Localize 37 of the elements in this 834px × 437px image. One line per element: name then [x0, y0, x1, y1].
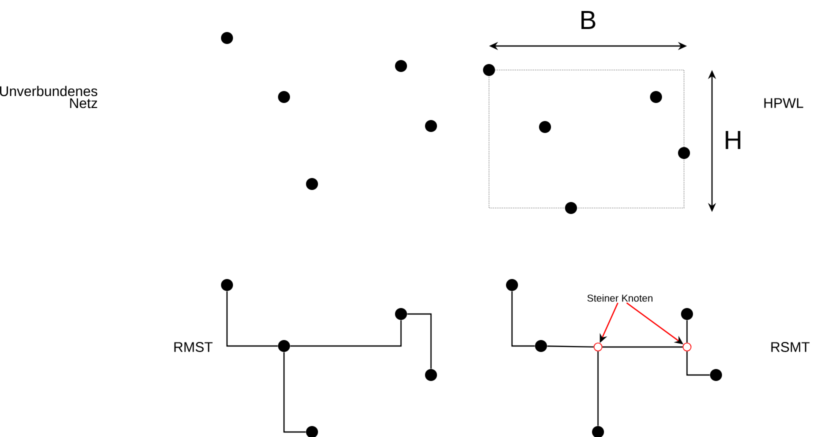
pin-dot	[650, 91, 662, 103]
pin-dot	[221, 279, 233, 291]
wire	[511, 291, 535, 347]
pin-dot	[710, 369, 722, 381]
dimension-label: B	[581, 11, 596, 29]
steiner-point	[594, 342, 602, 352]
wire	[547, 346, 594, 348]
pin-dot	[278, 91, 290, 103]
wire	[283, 352, 306, 433]
pin-dot	[681, 308, 693, 320]
wire	[226, 291, 278, 347]
wire	[597, 351, 599, 426]
pin-dot	[535, 340, 547, 352]
panel-label: HPWL	[764, 98, 804, 108]
callout-text: Steiner Knoten	[587, 294, 652, 302]
panel-label: RSMT	[771, 342, 810, 352]
wire	[407, 313, 432, 369]
pin-dot	[425, 369, 437, 381]
wire	[686, 351, 710, 376]
pin-dot	[678, 147, 690, 159]
pin-dot	[483, 64, 495, 76]
panel-label: Unverbundenes Netz	[0, 86, 98, 108]
pin-dot	[506, 279, 518, 291]
steiner-point	[682, 342, 692, 352]
pin-dot	[425, 120, 437, 132]
pin-dot	[539, 121, 551, 133]
wire	[602, 346, 683, 348]
dimension-label: H	[726, 131, 740, 149]
pin-dot	[395, 60, 407, 72]
pin-dot	[395, 308, 407, 320]
wire	[686, 320, 688, 343]
pin-dot	[278, 340, 290, 352]
wire	[290, 320, 402, 347]
pin-dot	[306, 178, 318, 190]
panel-label: RMST	[174, 342, 213, 352]
pin-dot	[221, 32, 233, 44]
pin-dot	[565, 202, 577, 214]
